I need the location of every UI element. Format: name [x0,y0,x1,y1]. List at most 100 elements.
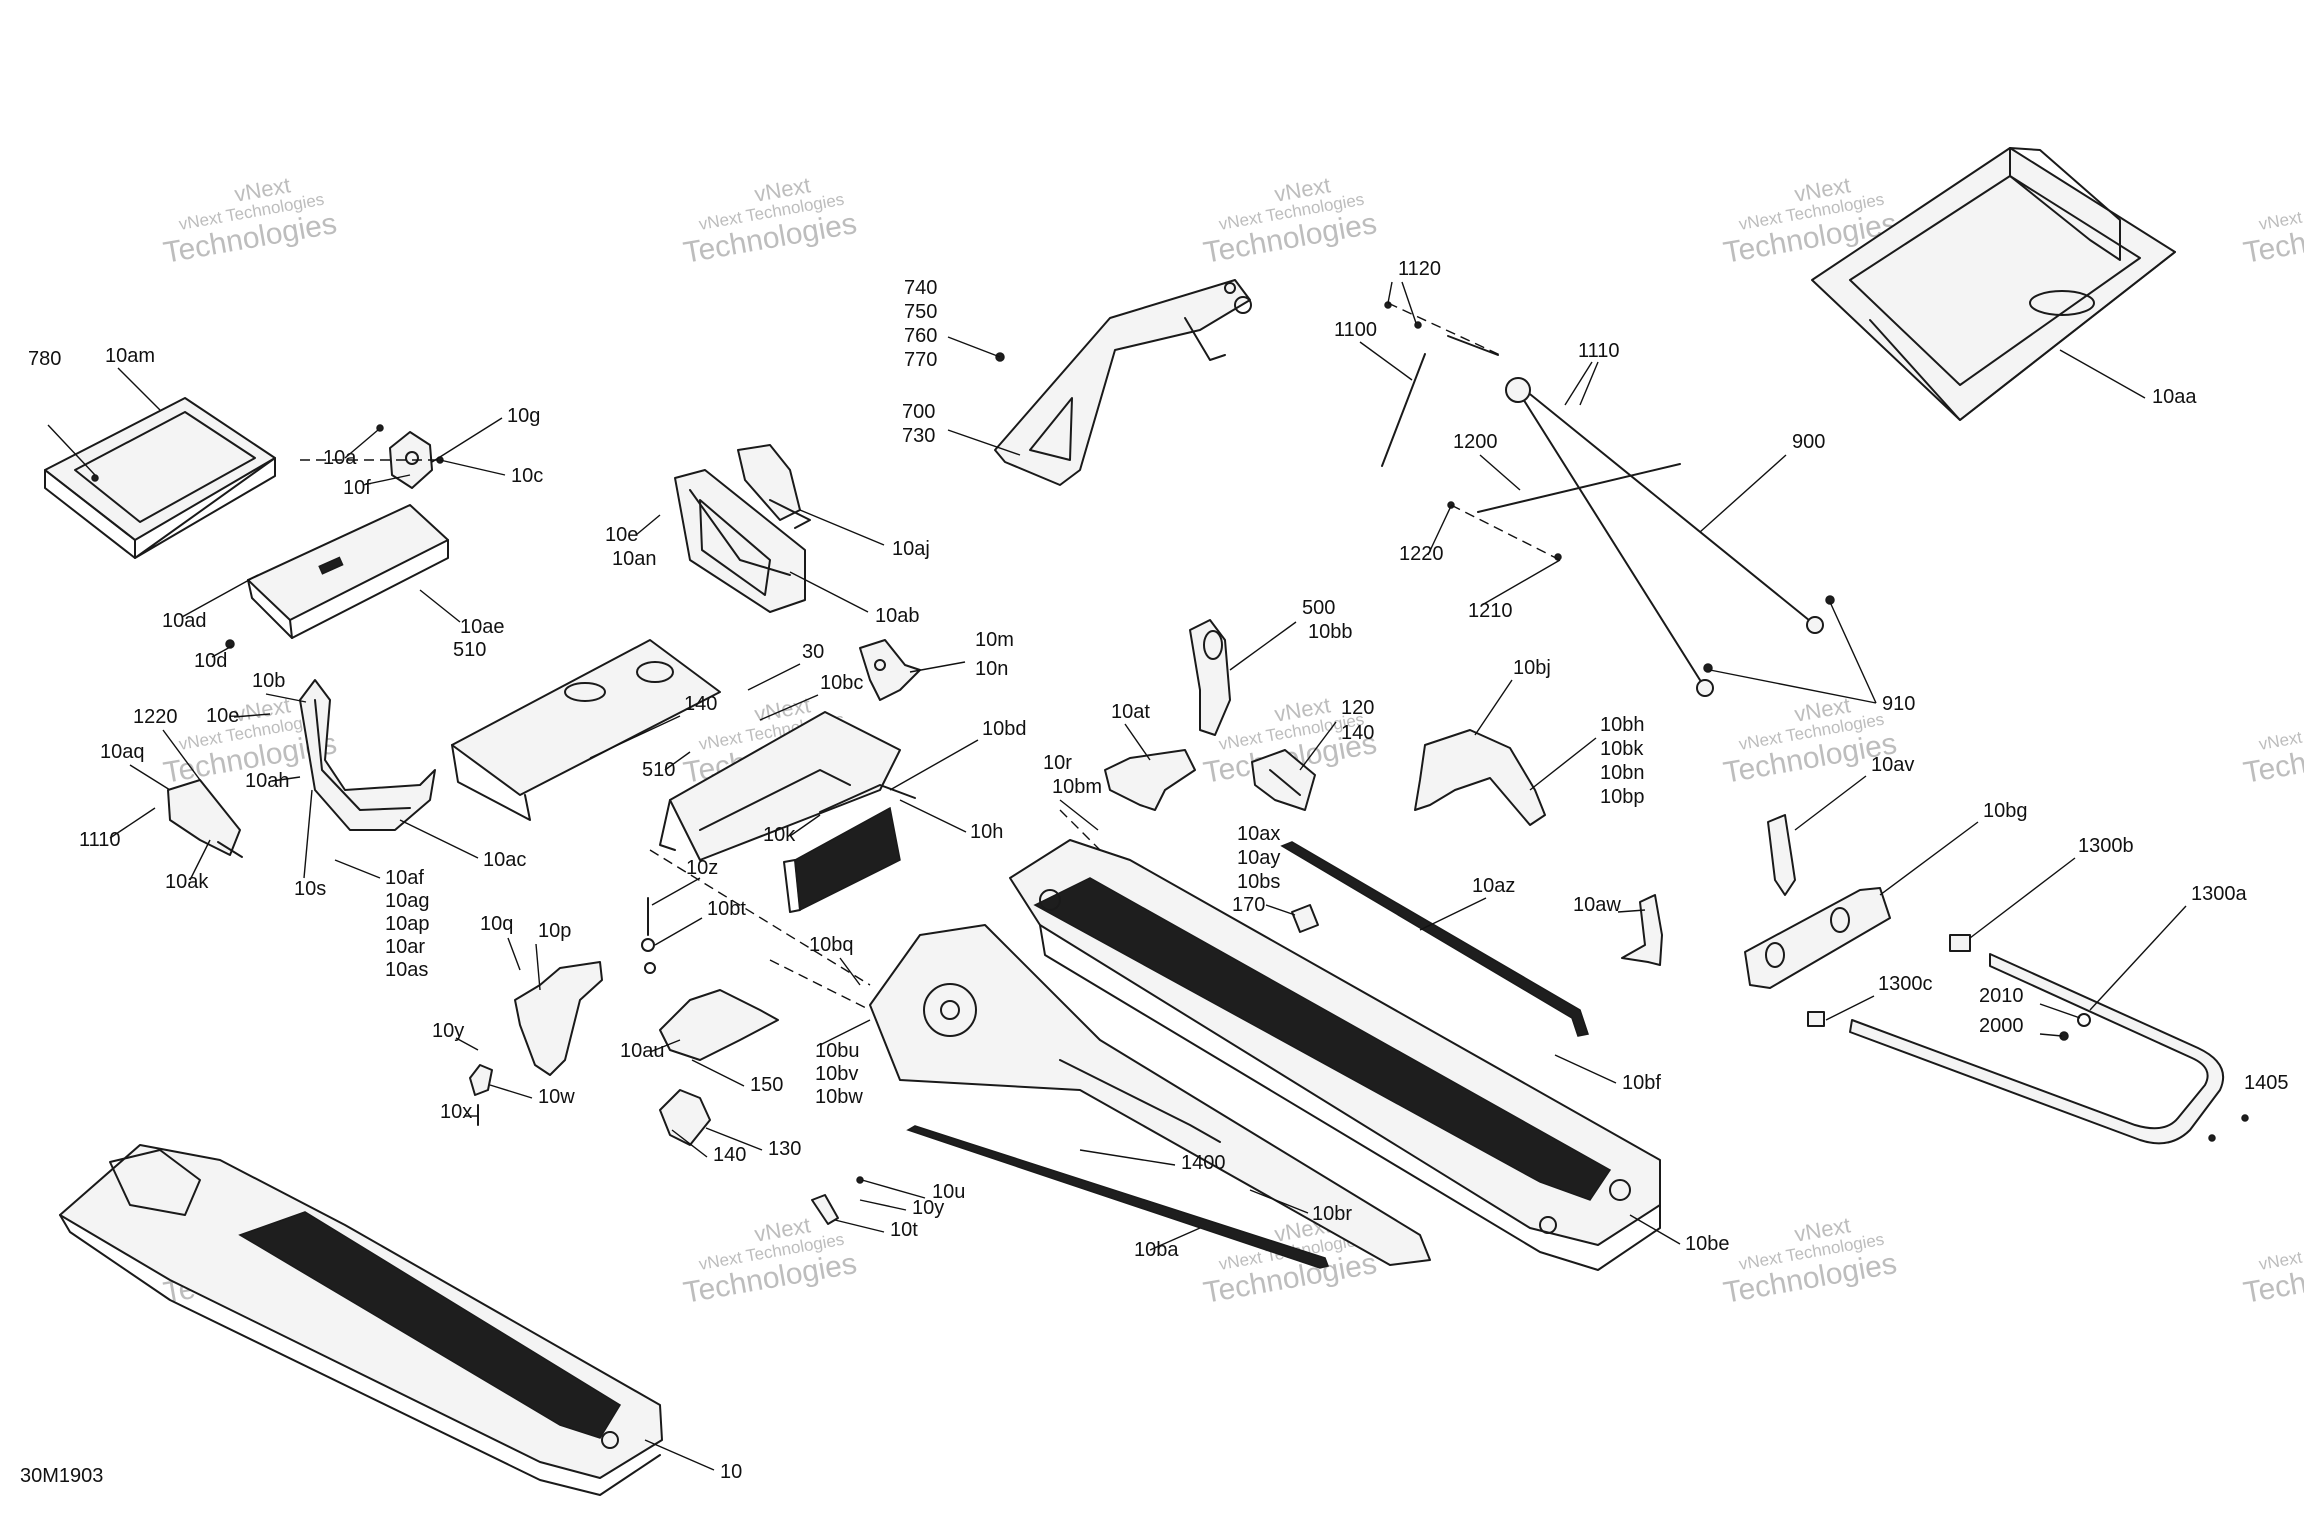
part-bracket-10g [376,424,444,489]
callout-label: 780 [28,348,61,370]
part-panel-10bc [659,711,901,861]
part-bracket-10w [469,1064,493,1126]
alignment-lines [300,302,1561,1011]
callout-label: 1110 [79,829,121,851]
callout-label: 510 [642,759,675,781]
callout-label: 910 [1882,693,1915,715]
callout-label: 10q [480,913,513,935]
part-bracket-10m [859,639,921,701]
callout-label: 10bu [815,1040,860,1062]
callout-label: 760 [904,325,937,347]
callout-label: 740 [904,277,937,299]
callout-label: 10bs [1237,871,1280,893]
callout-label: 700 [902,401,935,423]
callout-label: 150 [750,1074,783,1096]
callout-label: 10bm [1052,776,1102,798]
callout-label: 10c [511,465,543,487]
callout-label: 10av [1871,754,1914,776]
part-crossmember-10bg [1744,887,1891,989]
callout-label: 10bk [1600,738,1644,760]
callout-label: 10bv [815,1063,858,1085]
callout-label: 10m [975,629,1014,651]
callout-label: 10bp [1600,786,1645,808]
part-bracket-10av [1767,814,1796,896]
callout-label: 10e [605,524,638,546]
callout-label: 10ap [385,913,430,935]
callout-label: 10ay [1237,847,1280,869]
callout-label: 140 [713,1144,746,1166]
part-rods-900 [1381,301,1835,697]
callout-label: 10ae [460,616,505,638]
callout-label: 10n [975,658,1008,680]
callout-label: 1405 [2244,1072,2289,1094]
callout-label: 1300c [1878,973,1933,995]
part-bumper-1300a [1849,953,2225,1145]
callout-label: 10bg [1983,800,2028,822]
callout-label: 10ar [385,936,425,958]
callout-label: 10az [1472,875,1515,897]
callout-label: 10af [385,867,424,889]
callout-label: 1120 [1398,258,1441,280]
callout-label: 120 [1341,697,1374,719]
callout-label: 10aw [1573,894,1621,916]
callout-label: 770 [904,349,937,371]
callout-label: 10aj [892,538,930,560]
callout-label: 10at [1111,701,1150,723]
callout-label: 10bq [809,934,854,956]
callout-label: 10u [932,1181,965,1203]
part-bracket-10bj [1414,729,1546,826]
callout-label: 140 [1341,722,1374,744]
callout-label: 10y [912,1197,944,1219]
part-bracket-120 [1251,749,1316,811]
callout-label: 10d [194,650,227,672]
callout-label: 10ac [483,849,526,871]
part-hardware-1300b [1807,934,2249,1142]
part-bracket-130 [659,1089,711,1146]
callout-label: 10bw [815,1086,863,1108]
callout-label: 1220 [133,706,178,728]
callout-label: 2000 [1979,1015,2024,1037]
callout-label: 10bc [820,672,863,694]
part-plate-10am [44,397,276,559]
callout-label: 2010 [1979,985,2024,1007]
callout-label: 10bb [1308,621,1353,643]
part-bracket-10u [811,1176,864,1225]
callout-label: 10w [538,1086,575,1108]
part-bracket-10at [1104,749,1196,811]
callout-label: 140 [684,693,717,715]
callout-label: 10p [538,920,571,942]
callout-label: 10br [1312,1203,1352,1225]
part-rail-10ba [906,1125,1329,1269]
callout-label: 10bf [1622,1072,1661,1094]
callout-label: 10ak [165,871,209,893]
callout-label: 10z [686,857,718,879]
part-a-frame-700 [994,279,1252,486]
callout-label: 10ah [245,770,290,792]
callout-label: 10bn [1600,762,1645,784]
callout-label: 900 [1792,431,1825,453]
part-chassis-10 [59,1144,663,1496]
callout-label: 170 [1232,894,1265,916]
callout-label: 10t [890,1219,918,1241]
part-tunnel-10be [1009,839,1661,1271]
callout-label: 10y [432,1020,464,1042]
callout-label: 10a [323,447,357,469]
callout-label: 1400 [1181,1152,1226,1174]
part-bracket-10aq [167,779,243,858]
part-bracket-10aw [1621,894,1663,966]
callout-label: 500 [1302,597,1335,619]
part-bracket-10p [514,961,603,1076]
part-bracket-10au [659,989,779,1061]
callout-label: 750 [904,301,937,323]
part-side-frame-10bq [869,924,1431,1266]
callout-label: 10s [294,878,326,900]
